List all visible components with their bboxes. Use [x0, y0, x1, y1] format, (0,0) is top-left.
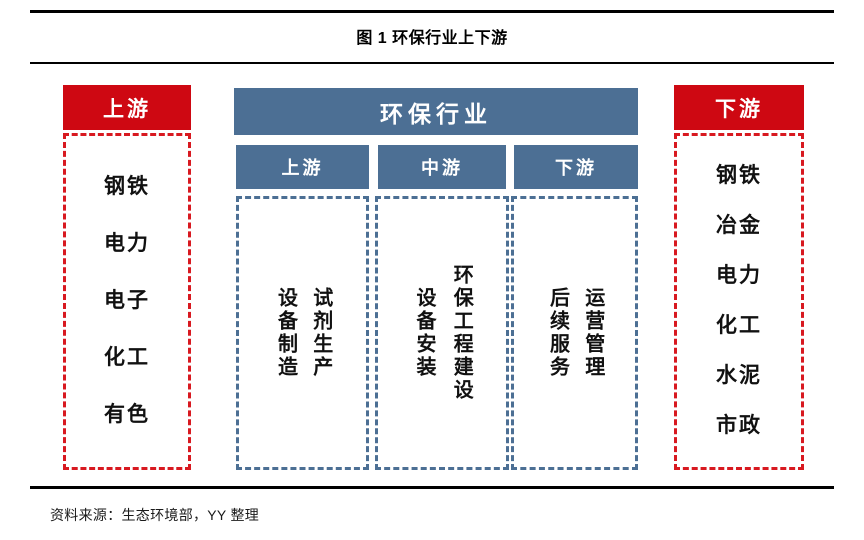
upstream-item-list: 钢铁 电力 电子 化工 有色 [66, 136, 188, 467]
figure-source: 资料来源：生态环境部，YY 整理 [50, 507, 260, 523]
list-item: 环保工程建设 [450, 264, 473, 402]
downstream-item-list: 钢铁 冶金 电力 化工 水泥 市政 [677, 136, 801, 467]
list-item: 试剂生产 [309, 287, 332, 379]
list-item: 电子 [104, 289, 150, 312]
list-item: 冶金 [716, 213, 762, 237]
top-divider [30, 10, 834, 13]
list-item: 市政 [716, 414, 762, 438]
list-item: 化工 [716, 314, 762, 338]
list-item: 化工 [104, 346, 150, 369]
industry-segment-header-midstream: 中游 [378, 145, 506, 189]
upstream-panel-box: 钢铁 电力 电子 化工 有色 [63, 133, 191, 470]
industry-segment-item-list-upstream: 试剂生产 设备制造 [239, 199, 366, 467]
industry-segment-item-list-downstream: 运营管理 后续服务 [514, 199, 635, 467]
list-item: 设备安装 [413, 287, 435, 379]
figure-title: 图 1 环保行业上下游 [356, 30, 508, 47]
list-item: 钢铁 [104, 175, 150, 198]
list-item: 钢铁 [716, 163, 762, 187]
list-item: 电力 [716, 263, 762, 287]
upstream-panel-header: 上游 [63, 85, 191, 130]
industry-segment-box-midstream: 环保工程建设 设备安装 [375, 196, 509, 470]
title-divider [30, 62, 834, 64]
downstream-panel-box: 钢铁 冶金 电力 化工 水泥 市政 [674, 133, 804, 470]
industry-segment-header-downstream: 下游 [514, 145, 638, 189]
industry-segment-item-list-midstream: 环保工程建设 设备安装 [378, 199, 506, 467]
industry-panel-header: 环保行业 [234, 88, 638, 135]
list-item: 水泥 [716, 364, 762, 388]
list-item: 电力 [104, 232, 150, 255]
list-item: 设备制造 [274, 287, 297, 379]
list-item: 运营管理 [581, 287, 604, 379]
industry-segment-box-downstream: 运营管理 后续服务 [511, 196, 638, 470]
list-item: 后续服务 [546, 287, 569, 379]
industry-segment-box-upstream: 试剂生产 设备制造 [236, 196, 369, 470]
list-item: 有色 [104, 403, 150, 426]
downstream-panel-header: 下游 [674, 85, 804, 130]
industry-segment-header-upstream: 上游 [236, 145, 369, 189]
bottom-divider [30, 486, 834, 489]
